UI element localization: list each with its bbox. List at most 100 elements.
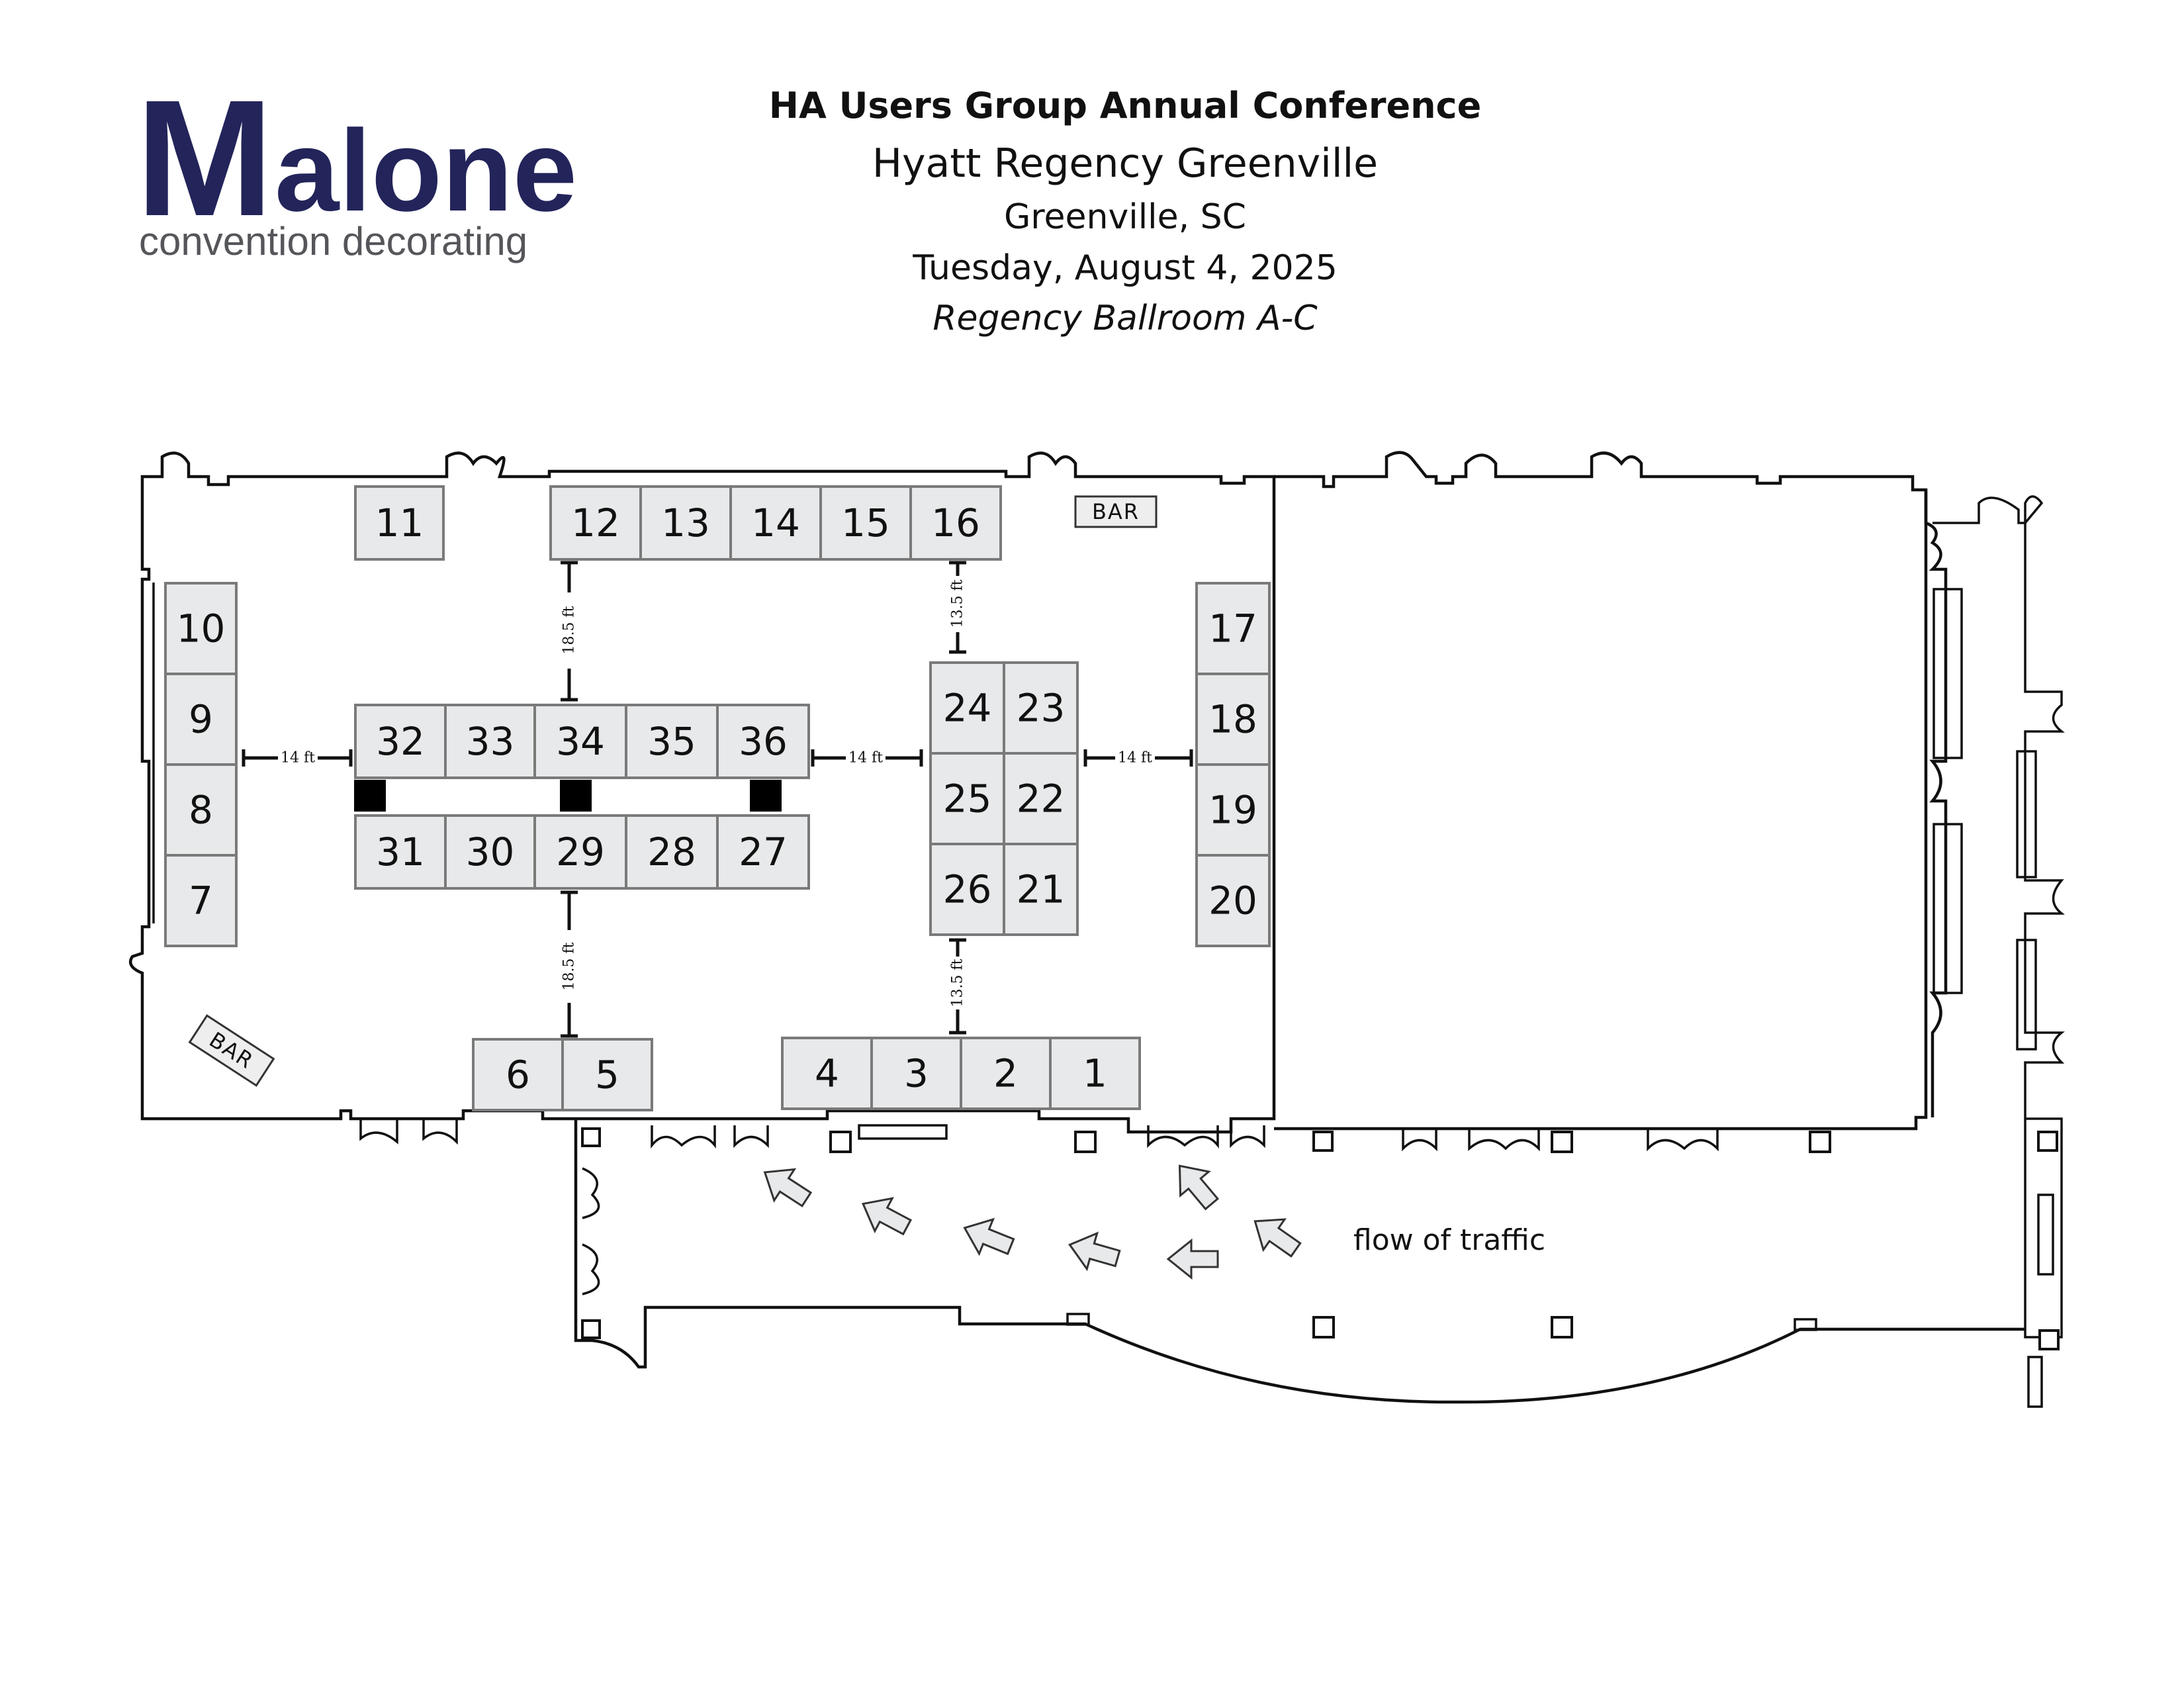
booth-15[interactable]: 15 [819,485,912,561]
booth-1-box[interactable] [1049,1037,1141,1110]
logo-tagline: convention decorating [139,219,527,263]
booth-26-number: 26 [943,867,992,912]
booth-6-number: 6 [506,1053,530,1098]
booth-14-box[interactable] [729,485,822,561]
booth-18-box[interactable] [1195,673,1271,766]
booth-1[interactable]: 1 [1049,1037,1141,1110]
booth-8[interactable]: 8 [164,763,238,857]
booth-5-box[interactable] [561,1038,653,1111]
booth-9[interactable]: 9 [164,673,238,766]
booth-16-box[interactable] [909,485,1002,561]
booth-16-number: 16 [931,500,980,545]
booth-21[interactable]: 21 [1003,843,1079,936]
booth-4-box[interactable] [781,1037,873,1110]
booth-9-number: 9 [189,697,213,742]
booth-5[interactable]: 5 [561,1038,653,1111]
booth-32[interactable]: 32 [354,704,447,779]
booth-20-box[interactable] [1195,854,1271,947]
booth-31-box[interactable] [354,814,447,890]
booth-31[interactable]: 31 [354,814,447,890]
booth-22-number: 22 [1017,776,1066,821]
booth-22[interactable]: 22 [1003,752,1079,845]
booth-17[interactable]: 17 [1195,582,1271,675]
booth-30-box[interactable] [444,814,536,890]
booth-29-box[interactable] [533,814,627,890]
dim-top-right-vertical: 13.5 ft [950,579,966,628]
booth-13[interactable]: 13 [639,485,732,561]
traffic-arrow-icon [853,1186,917,1245]
booth-33-box[interactable] [444,704,536,779]
booth-14[interactable]: 14 [729,485,822,561]
booth-34[interactable]: 34 [533,704,627,779]
booth-29[interactable]: 29 [533,814,627,890]
booth-21-box[interactable] [1003,843,1079,936]
booth-10-box[interactable] [164,582,238,675]
dim-bottom-left-vertical: 18.5 ft [561,942,578,990]
booth-19-number: 19 [1208,788,1257,833]
booth-11-box[interactable] [354,485,445,561]
booth-35[interactable]: 35 [625,704,719,779]
booth-35-box[interactable] [625,704,719,779]
booth-24-box[interactable] [929,661,1005,755]
traffic-arrow-icon [753,1155,818,1216]
booth-12-box[interactable] [549,485,642,561]
booth-23[interactable]: 23 [1003,661,1079,755]
booth-11[interactable]: 11 [354,485,445,561]
booth-9-box[interactable] [164,673,238,766]
logo-initial: M [136,66,273,250]
booth-34-number: 34 [556,719,605,764]
booth-4[interactable]: 4 [781,1037,873,1110]
pillar [750,780,782,812]
booth-3-box[interactable] [870,1037,962,1110]
ballroom-walls [128,451,2065,1408]
booth-25[interactable]: 25 [929,752,1005,845]
booth-6[interactable]: 6 [472,1038,564,1111]
booth-7-box[interactable] [164,854,238,947]
booth-7[interactable]: 7 [164,854,238,947]
booth-13-number: 13 [661,500,710,545]
booth-16[interactable]: 16 [909,485,1002,561]
booth-24[interactable]: 24 [929,661,1005,755]
booth-23-box[interactable] [1003,661,1079,755]
booth-8-number: 8 [189,788,213,833]
booth-36-box[interactable] [716,704,810,779]
booth-12[interactable]: 12 [549,485,642,561]
booth-10[interactable]: 10 [164,582,238,675]
booth-20[interactable]: 20 [1195,854,1271,947]
booth-24-number: 24 [943,686,992,731]
booth-28[interactable]: 28 [625,814,719,890]
booth-27-number: 27 [739,829,788,874]
booth-33-number: 33 [466,719,515,764]
booth-27[interactable]: 27 [716,814,810,890]
booth-6-box[interactable] [472,1038,564,1111]
booth-8-box[interactable] [164,763,238,857]
booth-30[interactable]: 30 [444,814,536,890]
booth-19[interactable]: 19 [1195,763,1271,857]
booth-25-box[interactable] [929,752,1005,845]
booth-15-number: 15 [841,500,890,545]
booth-28-number: 28 [647,829,696,874]
booth-19-box[interactable] [1195,763,1271,857]
pillar [354,780,386,812]
booth-18[interactable]: 18 [1195,673,1271,766]
booth-3[interactable]: 3 [870,1037,962,1110]
event-date: Tuesday, August 4, 2025 [912,248,1338,288]
booth-31-number: 31 [376,829,425,874]
booth-17-box[interactable] [1195,582,1271,675]
booth-2[interactable]: 2 [960,1037,1052,1110]
booth-14-number: 14 [751,500,800,545]
booth-36[interactable]: 36 [716,704,810,779]
booth-28-box[interactable] [625,814,719,890]
booth-15-box[interactable] [819,485,912,561]
booth-3-number: 3 [904,1051,929,1096]
booth-26-box[interactable] [929,843,1005,936]
dim-bottom-right-vertical: 13.5 ft [950,959,966,1007]
booth-26[interactable]: 26 [929,843,1005,936]
booth-33[interactable]: 33 [444,704,536,779]
booth-13-box[interactable] [639,485,732,561]
booth-30-number: 30 [466,829,515,874]
booth-35-number: 35 [647,719,696,764]
booth-2-box[interactable] [960,1037,1052,1110]
